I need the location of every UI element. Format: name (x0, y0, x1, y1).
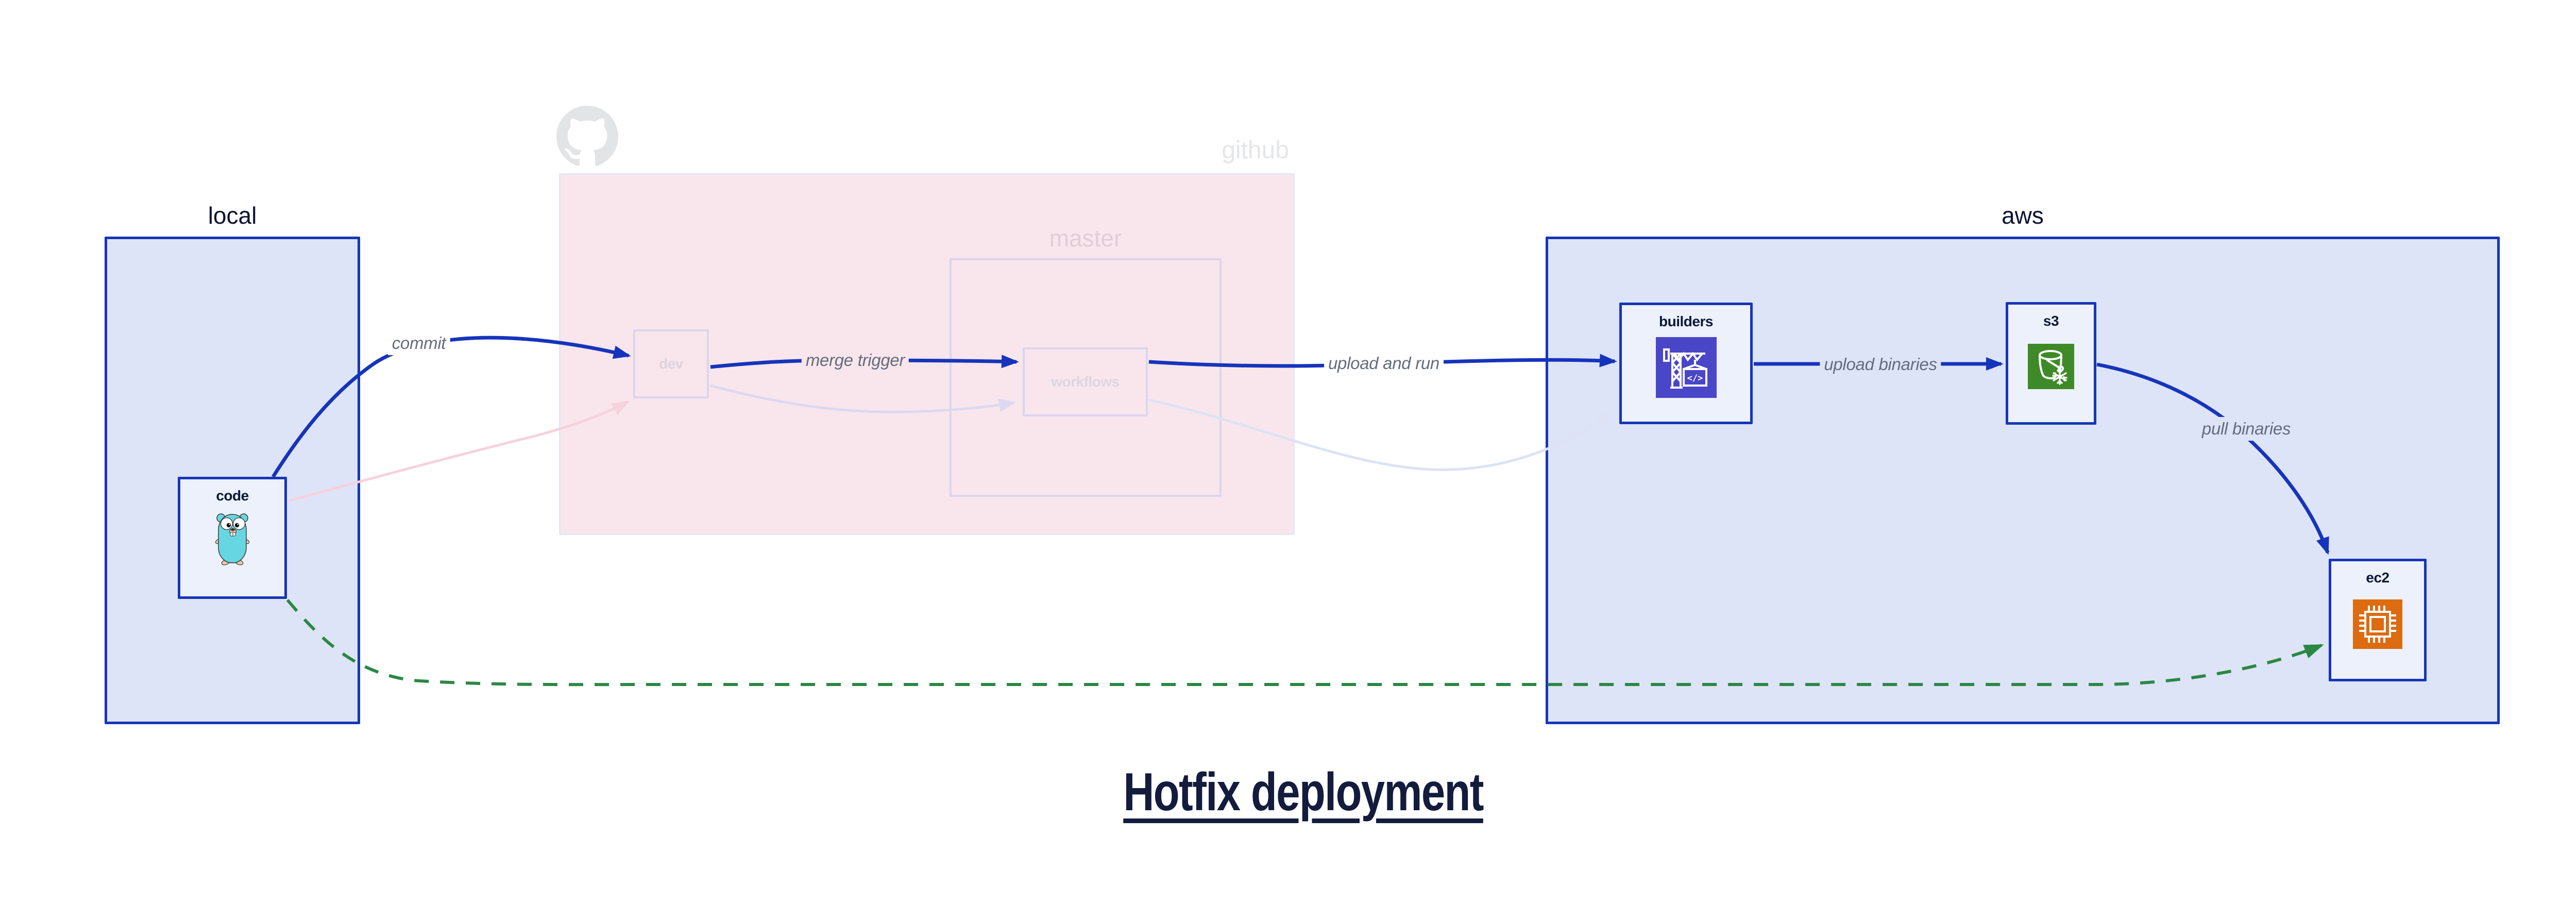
edge-label-pull-binaries: pull binaries (2197, 417, 2295, 441)
aws-s3-glacier-icon (2028, 344, 2074, 389)
local-container-label: local (208, 202, 257, 229)
edge-label-upload-and-run: upload and run (1324, 352, 1444, 375)
aws-container-label: aws (2002, 202, 2044, 229)
node-s3: s3 (2006, 302, 2096, 425)
node-dev: dev (633, 329, 709, 398)
aws-codebuild-icon: </> (1655, 337, 1717, 398)
go-gopher-icon (215, 513, 250, 565)
svg-text:</>: </> (1687, 373, 1703, 383)
github-container-label: github (1222, 137, 1289, 164)
aws-ec2-icon (2353, 599, 2402, 649)
node-ec2: ec2 (2329, 559, 2427, 681)
node-code-label: code (216, 488, 249, 504)
edge-label-upload-binaries: upload binaries (1820, 353, 1941, 376)
master-container-label: master (1049, 225, 1122, 252)
node-builders: builders </> (1619, 303, 1753, 424)
node-s3-label: s3 (2043, 313, 2059, 329)
node-builders-label: builders (1659, 313, 1713, 329)
node-ec2-label: ec2 (2366, 570, 2389, 586)
node-workflows: workflows (1023, 347, 1148, 416)
node-workflows-label: workflows (1051, 374, 1120, 390)
master-container (950, 258, 1222, 497)
edge-label-merge-trigger: merge trigger (801, 348, 909, 372)
node-dev-label: dev (659, 356, 683, 372)
node-code: code (178, 477, 287, 599)
diagram-title: Hotfix deployment (1123, 762, 1484, 822)
github-octocat-icon (556, 106, 618, 166)
edge-label-commit: commit (387, 331, 450, 355)
